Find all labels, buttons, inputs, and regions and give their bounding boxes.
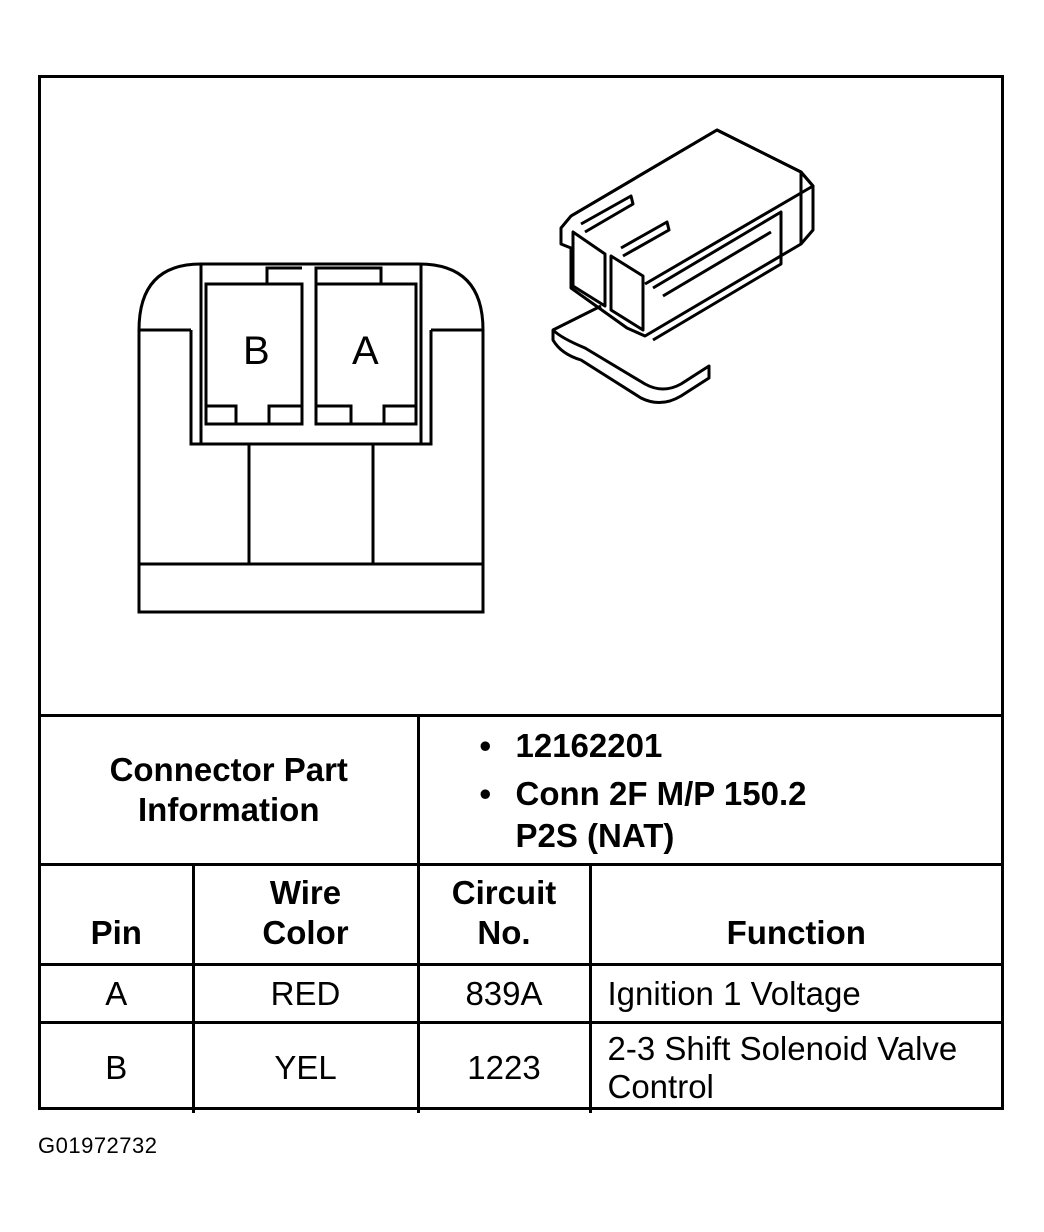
cell-function: 2-3 Shift Solenoid Valve Control bbox=[588, 1021, 1002, 1113]
table-row: A RED 839A Ignition 1 Voltage bbox=[41, 963, 1002, 1024]
table-row: B YEL 1223 2-3 Shift Solenoid Valve Cont… bbox=[41, 1021, 1002, 1113]
connector-isometric-view bbox=[551, 128, 815, 404]
bullet-icon: • bbox=[479, 775, 492, 812]
cell-pin: B bbox=[41, 1021, 195, 1113]
part-info-label: Connector Part Information bbox=[41, 714, 420, 866]
part-number: 12162201 bbox=[515, 727, 663, 764]
connector-description-line2: P2S (NAT) bbox=[515, 817, 675, 854]
cell-circuit: 839A bbox=[416, 963, 592, 1024]
cavity-label-a: A bbox=[352, 329, 379, 373]
figure-code: G01972732 bbox=[38, 1133, 158, 1158]
part-number-item: • 12162201 bbox=[480, 725, 1002, 767]
connector-description-line1: Conn 2F M/P 150.2 bbox=[515, 775, 807, 812]
connector-illustration: B A bbox=[137, 128, 815, 614]
part-info-values: • 12162201 • Conn 2F M/P 150.2 P2S (NAT) bbox=[416, 714, 1002, 866]
connector-info-table: Connector Part Information • 12162201 • … bbox=[41, 714, 1002, 1113]
diagram-frame: B A bbox=[38, 75, 1004, 1113]
header-circuit-no: Circuit No. bbox=[416, 863, 592, 966]
connector-drawing: B A bbox=[41, 78, 1001, 714]
header-function: Function bbox=[588, 863, 1002, 966]
header-pin: Pin bbox=[41, 863, 195, 966]
cell-circuit: 1223 bbox=[416, 1021, 592, 1113]
header-wire-color: Wire Color bbox=[191, 863, 420, 966]
table-header-row: Pin Wire Color Circuit No. Function bbox=[41, 863, 1002, 966]
cavity-label-b: B bbox=[243, 329, 270, 373]
cell-function: Ignition 1 Voltage bbox=[588, 963, 1002, 1024]
connector-description-item: • Conn 2F M/P 150.2 P2S (NAT) bbox=[480, 773, 1002, 857]
cell-pin: A bbox=[41, 963, 195, 1024]
connector-face-view bbox=[137, 262, 485, 614]
cell-wire-color: YEL bbox=[191, 1021, 420, 1113]
part-info-row: Connector Part Information • 12162201 • … bbox=[41, 714, 1002, 866]
cell-wire-color: RED bbox=[191, 963, 420, 1024]
part-info-label-line2: Information bbox=[138, 791, 320, 828]
bullet-icon: • bbox=[479, 727, 492, 764]
part-info-label-line1: Connector Part bbox=[109, 751, 348, 788]
